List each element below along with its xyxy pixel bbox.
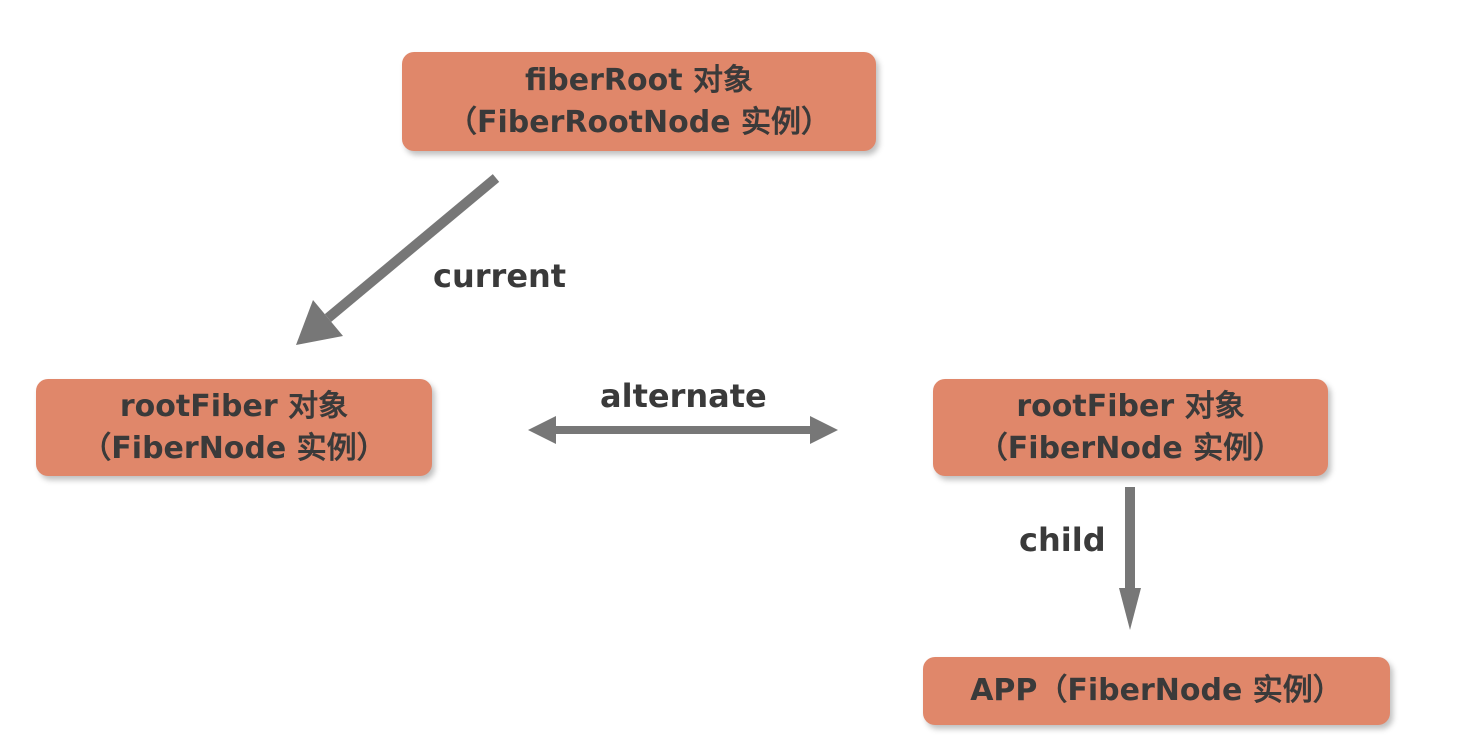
fiber-root-node-subtitle: （FiberRootNode 实例） — [446, 104, 832, 140]
root-fiber-node-current-subtitle: （FiberNode 实例） — [81, 430, 387, 466]
app-fiber-node: APP（FiberNode 实例） — [923, 657, 1390, 725]
root-fiber-node-alternate-title: rootFiber 对象 — [1016, 388, 1245, 424]
fiber-root-node: fiberRoot 对象 （FiberRootNode 实例） — [402, 52, 876, 151]
child-arrow — [1119, 487, 1141, 630]
alternate-edge-label: alternate — [600, 377, 767, 415]
child-edge-label: child — [1019, 521, 1106, 559]
root-fiber-node-current: rootFiber 对象 （FiberNode 实例） — [36, 379, 432, 476]
fiber-root-node-title: fiberRoot 对象 — [525, 62, 753, 98]
root-fiber-node-alternate-subtitle: （FiberNode 实例） — [977, 430, 1284, 466]
current-arrow — [296, 174, 500, 345]
current-edge-label: current — [433, 257, 567, 295]
root-fiber-node-alternate: rootFiber 对象 （FiberNode 实例） — [933, 379, 1328, 476]
alternate-arrow — [528, 416, 838, 444]
app-fiber-node-label: APP（FiberNode 实例） — [970, 673, 1343, 708]
root-fiber-node-current-title: rootFiber 对象 — [119, 388, 349, 424]
